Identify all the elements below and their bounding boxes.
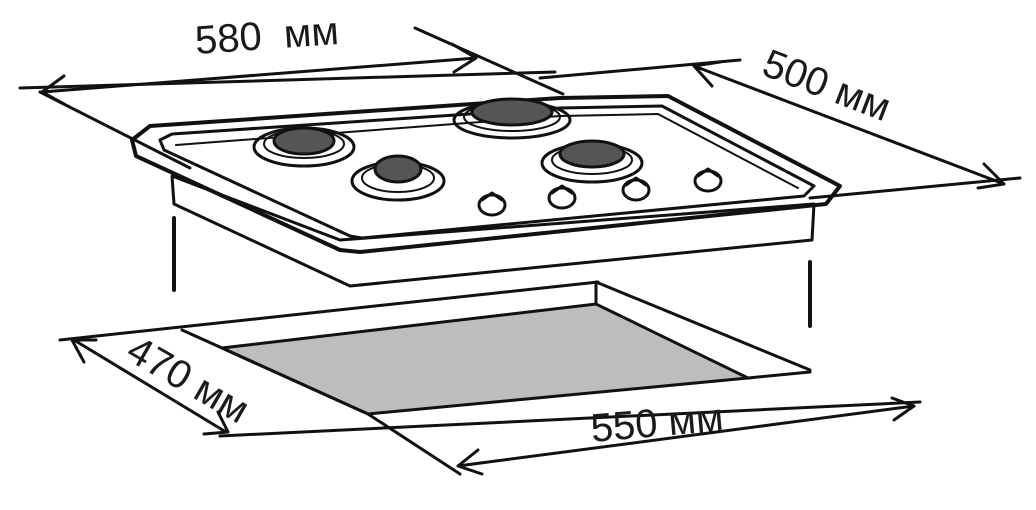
dimension-cutout-depth: 470 мм (70, 328, 257, 436)
knob-4 (693, 167, 723, 193)
hob-inner-frame (158, 104, 816, 240)
hob-body (170, 174, 816, 288)
dimension-hob-depth: 500 мм (538, 41, 1022, 200)
hob-top-plate (130, 94, 842, 254)
knob-2 (547, 184, 577, 210)
knob-1 (477, 191, 507, 217)
burner-rear-right (452, 97, 572, 140)
arrowhead-top (70, 338, 98, 364)
dimension-hob-width: 580 мм (18, 9, 565, 170)
cutout-opening (216, 302, 754, 416)
burner-front-left (350, 154, 446, 202)
arrowhead-top (692, 60, 722, 88)
arrowhead-bottom (976, 162, 1006, 190)
knob-3 (621, 176, 651, 202)
burner-front-right (540, 139, 644, 184)
burner-rear-left (252, 126, 356, 168)
arrowhead-left (456, 448, 484, 476)
arrowhead-bottom (202, 410, 230, 436)
dimension-label-550: 550 мм (589, 396, 725, 451)
dimension-label-580: 580 мм (194, 9, 341, 63)
arrowhead-right (890, 396, 916, 422)
countertop (58, 280, 922, 438)
hob (130, 94, 842, 288)
